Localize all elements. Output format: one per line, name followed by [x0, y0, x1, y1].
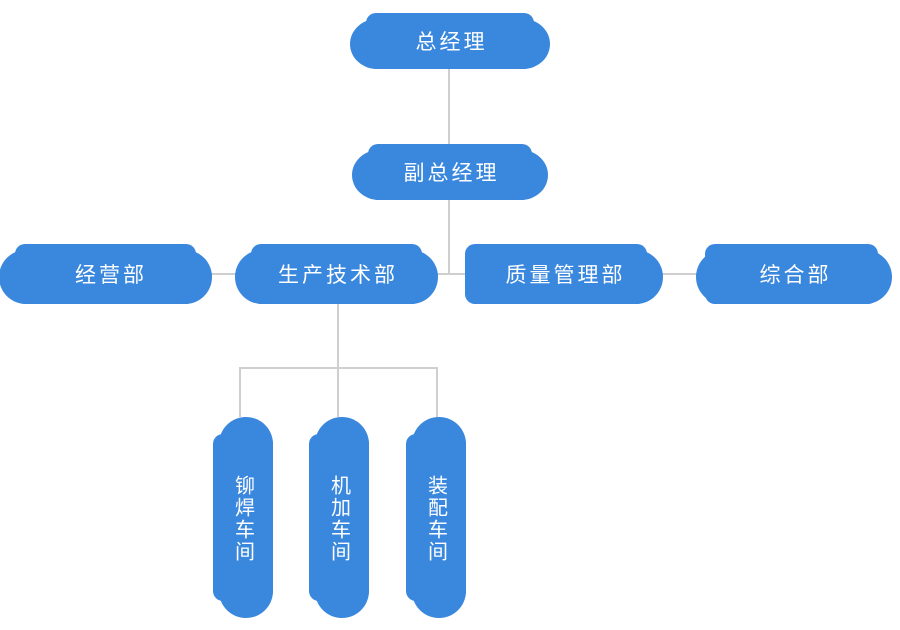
- org-node-label: 经营部: [75, 264, 147, 287]
- connector-row3-horizontal: [110, 273, 794, 275]
- node-body: [251, 244, 422, 304]
- node-body: [465, 244, 647, 304]
- org-node-label: 机加车间: [327, 474, 350, 563]
- connector-riveting-drop: [239, 367, 241, 417]
- org-node-business-dept: 经营部: [0, 244, 212, 304]
- org-node-general-affairs-dept: 综合部: [696, 244, 892, 304]
- org-node-production-tech-dept: 生产技术部: [235, 244, 438, 304]
- org-node-general-manager: 总经理: [350, 13, 550, 69]
- connector-production-down: [337, 304, 339, 417]
- org-node-label: 装配车间: [424, 474, 447, 563]
- connector-gm-dgm: [448, 69, 450, 145]
- org-node-machining-workshop: 机加车间: [309, 417, 369, 618]
- node-body: [213, 434, 273, 601]
- org-node-label: 总经理: [415, 31, 488, 54]
- connector-assembly-drop: [436, 367, 438, 417]
- org-node-label: 副总经理: [403, 162, 500, 185]
- node-body: [406, 434, 466, 601]
- org-node-assembly-workshop: 装配车间: [406, 417, 466, 618]
- connector-dgm-row3: [448, 200, 450, 275]
- org-node-deputy-general-manager: 副总经理: [352, 144, 548, 200]
- node-body: [368, 144, 532, 200]
- org-node-label: 综合部: [759, 264, 832, 287]
- node-body: [705, 244, 878, 304]
- node-body: [309, 434, 369, 601]
- node-body: [15, 244, 196, 304]
- org-node-label: 生产技术部: [278, 264, 398, 287]
- org-node-riveting-welding-workshop: 铆焊车间: [213, 417, 273, 618]
- org-node-label: 铆焊车间: [231, 474, 254, 563]
- connector-workshops-horizontal: [239, 367, 438, 369]
- org-node-quality-mgmt-dept: 质量管理部: [465, 244, 663, 304]
- node-body: [366, 13, 534, 69]
- org-node-label: 质量管理部: [505, 264, 626, 287]
